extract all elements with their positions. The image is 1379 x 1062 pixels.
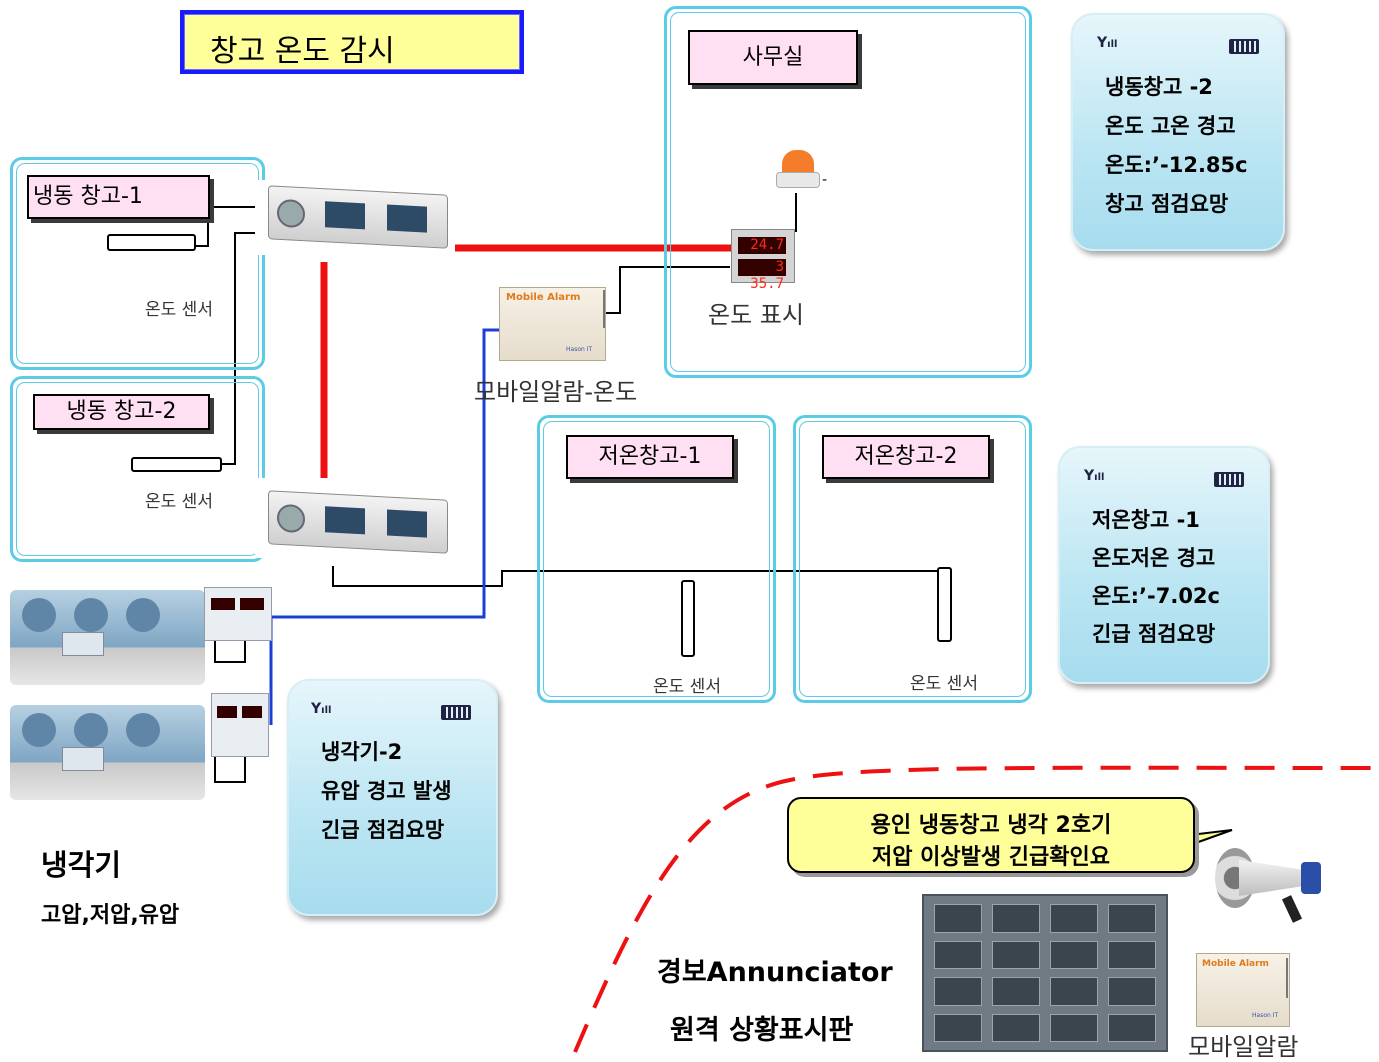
temperature-display-panel: 24.7 3 35.7 — [731, 229, 795, 292]
room-freezer-1 — [10, 157, 265, 370]
phone-cold-line-4: 긴급 점검요망 — [1092, 622, 1216, 646]
battery-icon — [1214, 472, 1244, 487]
pressure-gauge-2 — [211, 693, 269, 757]
blue-link — [271, 328, 500, 619]
annunciator-panel — [922, 894, 1168, 1052]
page-title: 창고 온도 감시 — [210, 34, 395, 69]
wire-gauge2 — [214, 757, 246, 783]
label-cold-1-text: 저온창고-1 — [598, 444, 702, 469]
wire-cold-sensors — [332, 566, 946, 587]
mobile-alarm-temp-caption: 모바일알람-온도 — [474, 378, 638, 406]
mobile-alarm-bottom-device-text: Mobile Alarm — [1202, 959, 1269, 969]
phone-alert-cold: Yıll 저온창고 -1 온도저온 경고 온도:’-7.02c 긴급 점검요망 — [1058, 446, 1270, 684]
phone-freezer-line-2: 온도 고온 경고 — [1105, 114, 1236, 138]
sensor-caption-freezer-2: 온도 센서 — [145, 492, 213, 512]
phone-cold-line-3: 온도:’-7.02c — [1092, 584, 1220, 608]
mobile-alarm-bottom-caption: 모바일알람 — [1188, 1033, 1299, 1061]
sensor-caption-freezer-1: 온도 센서 — [145, 300, 213, 320]
mobile-alarm-device-bottom: Mobile Alarm Hason IT — [1196, 953, 1290, 1027]
mobile-alarm-device-text: Mobile Alarm — [506, 292, 581, 303]
label-freezer-2-text: 냉동 창고-2 — [66, 399, 177, 424]
wire-freezer1-sensor — [196, 218, 209, 247]
controller-unit-top — [268, 185, 448, 249]
speech-line-2: 저압 이상발생 긴급확인요 — [872, 845, 1110, 870]
chiller-subtitle: 고압,저압,유압 — [41, 903, 180, 928]
siren-icon — [776, 150, 820, 188]
phone-chiller-line-2: 유압 경고 발생 — [321, 779, 452, 803]
label-office: 사무실 — [688, 30, 858, 85]
label-cold-1: 저온창고-1 — [566, 435, 734, 479]
phone-freezer-line-3: 온도:’-12.85c — [1105, 153, 1248, 177]
phone-alert-freezer: Yıll 냉동창고 -2 온도 고온 경고 온도:’-12.85c 창고 점검요… — [1071, 13, 1285, 251]
annunciator-subtitle: 원격 상황표시판 — [670, 1015, 854, 1046]
phone-chiller-line-3: 긴급 점검요망 — [321, 818, 445, 842]
wire-freezer2-sensor — [222, 232, 268, 465]
sensor-caption-cold-2: 온도 센서 — [910, 674, 978, 694]
sensor-caption-cold-1: 온도 센서 — [653, 677, 721, 697]
room-freezer-2 — [10, 376, 265, 562]
pressure-gauge-1 — [204, 587, 272, 641]
chiller-unit-1 — [10, 590, 205, 685]
mobile-alarm-bottom-brand: Hason IT — [1252, 1012, 1279, 1019]
controller-panel-icon — [325, 506, 365, 535]
controller-panel-icon — [387, 204, 427, 233]
wire-alarm-display — [603, 266, 730, 314]
wire-gauge1 — [214, 640, 246, 663]
battery-icon — [1229, 39, 1259, 54]
signal-icon: Yıll — [311, 701, 332, 717]
phone-freezer-line-1: 냉동창고 -2 — [1105, 75, 1213, 99]
temp-display-value-1: 24.7 — [738, 237, 786, 254]
mobile-alarm-antenna-icon — [603, 290, 605, 328]
label-freezer-2: 냉동 창고-2 — [33, 394, 210, 430]
speech-line-1: 용인 냉동창고 냉각 2호기 — [870, 813, 1112, 838]
label-cold-2-text: 저온창고-2 — [854, 444, 958, 469]
mobile-alarm-brand: Hason IT — [566, 346, 593, 353]
controller-port-icon — [277, 503, 305, 534]
phone-freezer-line-4: 창고 점검요망 — [1105, 192, 1229, 216]
label-freezer-1: 냉동 창고-1 — [27, 175, 210, 219]
siren-dash: - — [822, 172, 828, 188]
label-cold-2: 저온창고-2 — [822, 435, 990, 479]
label-freezer-1-text: 냉동 창고-1 — [33, 184, 143, 209]
chiller-unit-2 — [10, 705, 205, 800]
mobile-alarm-bottom-antenna-icon — [1286, 958, 1288, 998]
page-title-box: 창고 온도 감시 — [180, 10, 524, 74]
room-cold-1 — [537, 415, 776, 703]
chiller-title: 냉각기 — [41, 848, 122, 882]
controller-panel-icon — [387, 509, 427, 538]
megaphone-icon — [1215, 840, 1327, 926]
phone-chiller-line-1: 냉각기-2 — [321, 740, 403, 764]
annunciator-title: 경보Annunciator — [657, 957, 893, 988]
room-cold-2 — [793, 415, 1032, 703]
phone-alert-chiller: Yıll 냉각기-2 유압 경고 발생 긴급 점검요망 — [287, 679, 498, 916]
temp-sensor-cold-1 — [681, 580, 695, 657]
mobile-alarm-device: Mobile Alarm Hason IT — [499, 287, 606, 361]
temperature-display-caption: 온도 표시 — [708, 301, 804, 329]
label-office-text: 사무실 — [742, 44, 804, 70]
signal-icon: Yıll — [1097, 35, 1118, 51]
phone-cold-line-1: 저온창고 -1 — [1092, 508, 1200, 532]
speech-bubble: 용인 냉동창고 냉각 2호기 저압 이상발생 긴급확인요 — [787, 797, 1195, 873]
battery-icon — [441, 705, 471, 720]
boundary-dashed-line — [573, 765, 1376, 1053]
controller-unit-bottom — [268, 490, 448, 554]
controller-panel-icon — [325, 201, 365, 230]
signal-icon: Yıll — [1084, 468, 1105, 484]
phone-cold-line-2: 온도저온 경고 — [1092, 546, 1216, 570]
temp-sensor-cold-2 — [937, 567, 952, 642]
controller-port-icon — [277, 198, 305, 229]
room-office — [664, 6, 1032, 378]
temp-sensor-freezer-2 — [131, 457, 222, 472]
temp-sensor-freezer-1 — [107, 234, 196, 251]
temp-display-value-2: 3 35.7 — [738, 259, 786, 292]
